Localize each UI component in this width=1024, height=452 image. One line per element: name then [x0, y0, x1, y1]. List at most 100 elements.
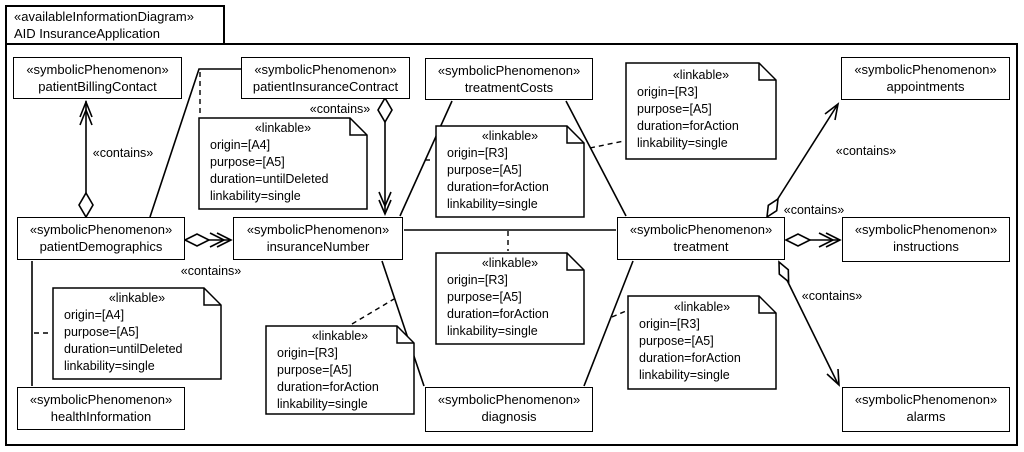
note-attachment-top-right — [589, 140, 625, 149]
note-line: origin=[A4] — [210, 138, 271, 152]
aggregation-diamond — [78, 191, 94, 219]
open-arrowhead — [826, 368, 840, 387]
diagram-frame — [5, 5, 1018, 446]
box-diagnosis: «symbolicPhenomenon» diagnosis — [425, 387, 593, 432]
note-line: origin=[R3] — [447, 273, 508, 287]
box-insurance-number: «symbolicPhenomenon» insuranceNumber — [233, 217, 403, 260]
note-line: linkability=single — [447, 324, 538, 338]
note-shape — [198, 117, 368, 210]
edge-label-contains: «contains» — [783, 203, 845, 217]
note-line: linkability=single — [639, 368, 730, 382]
box-name: patientDemographics — [39, 239, 163, 254]
frame-title: «availableInformationDiagram» AID Insura… — [14, 8, 194, 42]
box-stereotype: «symbolicPhenomenon» — [437, 63, 581, 78]
note-line: purpose=[A5] — [639, 334, 714, 348]
box-treatment-costs: «symbolicPhenomenon» treatmentCosts — [425, 58, 593, 100]
open-arrowhead — [378, 191, 392, 209]
note-linkable-bottom-right: «linkable» origin=[R3] purpose=[A5] dura… — [627, 295, 777, 390]
note-shape — [52, 287, 222, 380]
box-stereotype: «symbolicPhenomenon» — [254, 62, 397, 77]
box-stereotype: «symbolicPhenomenon» — [29, 392, 173, 407]
edge-patientdemographics-patientinsurancecontract — [149, 68, 241, 218]
note-line: purpose=[A5] — [447, 290, 522, 304]
box-name: appointments — [886, 79, 965, 94]
box-stereotype: «symbolicPhenomenon» — [437, 392, 581, 407]
box-stereotype: «symbolicPhenomenon» — [854, 222, 998, 237]
aggregation-diamond — [377, 96, 393, 124]
note-linkable-top-left: «linkable» origin=[A4] purpose=[A5] dura… — [198, 117, 368, 210]
edge-contains-treatment-alarms — [778, 260, 840, 387]
box-health-information: «symbolicPhenomenon» healthInformation — [17, 387, 185, 430]
edge-contains-patientdemographics-patientbillingcontact — [78, 99, 94, 219]
aggregation-diamond — [784, 233, 812, 247]
box-appointments: «symbolicPhenomenon» appointments — [841, 57, 1010, 100]
box-name: patientBillingContact — [38, 79, 157, 94]
frame-stereotype: «availableInformationDiagram» — [14, 9, 194, 24]
open-arrowhead — [79, 107, 93, 126]
note-attachment-bottom-right — [611, 310, 627, 318]
note-line: purpose=[A5] — [64, 325, 139, 339]
box-name: insuranceNumber — [266, 239, 370, 254]
note-line: origin=[R3] — [637, 85, 698, 99]
note-shape — [435, 125, 585, 218]
note-shape — [625, 62, 777, 160]
box-name: patientInsuranceContract — [252, 79, 399, 94]
note-line: purpose=[A5] — [447, 163, 522, 177]
note-linkable-mid-top: «linkable» origin=[R3] purpose=[A5] dura… — [435, 125, 585, 218]
note-line: origin=[A4] — [64, 308, 125, 322]
open-arrowhead — [79, 99, 93, 118]
edge-contains-treatment-appointments — [766, 102, 840, 219]
box-stereotype: «symbolicPhenomenon» — [29, 222, 173, 237]
note-stereotype: «linkable» — [108, 291, 166, 305]
box-alarms: «symbolicPhenomenon» alarms — [842, 387, 1010, 432]
edge-label-contains: «contains» — [835, 144, 897, 158]
box-name: treatmentCosts — [464, 80, 554, 95]
note-stereotype: «linkable» — [481, 256, 539, 270]
edge-treatmentcosts-treatment — [565, 100, 627, 217]
open-arrowhead — [818, 232, 835, 248]
box-patient-billing-contact: «symbolicPhenomenon» patientBillingConta… — [13, 57, 182, 99]
note-attachment-mid-bottom — [351, 298, 395, 325]
note-linkable-center: «linkable» origin=[R3] purpose=[A5] dura… — [435, 252, 585, 345]
edge-label-contains: «contains» — [92, 146, 154, 160]
aggregation-diamond — [766, 197, 779, 219]
note-line: origin=[R3] — [639, 317, 700, 331]
box-name: diagnosis — [481, 409, 537, 424]
note-line: linkability=single — [447, 197, 538, 211]
aggregation-diamond — [778, 260, 790, 284]
note-line: duration=forAction — [639, 351, 741, 365]
box-stereotype: «symbolicPhenomenon» — [854, 392, 998, 407]
note-linkable-top-right: «linkable» origin=[R3] purpose=[A5] dura… — [625, 62, 777, 160]
box-name: instructions — [893, 239, 959, 254]
box-name: alarms — [906, 409, 946, 424]
note-stereotype: «linkable» — [311, 329, 369, 343]
edge-contains-patientdemographics-insurancenumber — [183, 232, 233, 248]
note-linkable-mid-bottom: «linkable» origin=[R3] purpose=[A5] dura… — [265, 325, 415, 415]
note-line: duration=untilDeleted — [64, 342, 183, 356]
note-line: linkability=single — [637, 136, 728, 150]
open-arrowhead — [209, 232, 226, 248]
edge-insurancenumber-diagnosis — [381, 260, 425, 387]
note-line: duration=forAction — [277, 380, 379, 394]
note-stereotype: «linkable» — [254, 121, 312, 135]
box-stereotype: «symbolicPhenomenon» — [26, 62, 169, 77]
note-line: duration=forAction — [447, 307, 549, 321]
note-line: purpose=[A5] — [210, 155, 285, 169]
open-arrowhead — [825, 232, 842, 248]
note-line: duration=forAction — [637, 119, 739, 133]
box-name: healthInformation — [50, 409, 152, 424]
edge-treatmentcosts-insurancenumber — [399, 100, 453, 217]
note-line: purpose=[A5] — [277, 363, 352, 377]
note-stereotype: «linkable» — [673, 300, 731, 314]
edge-diagnosis-treatment — [583, 260, 634, 387]
box-stereotype: «symbolicPhenomenon» — [246, 222, 390, 237]
open-arrowhead — [824, 102, 840, 121]
note-line: linkability=single — [277, 397, 368, 411]
aggregation-diamond — [183, 233, 211, 247]
note-shape — [265, 325, 415, 415]
open-arrowhead — [216, 232, 233, 248]
box-treatment: «symbolicPhenomenon» treatment — [617, 217, 785, 260]
frame-name: AID InsuranceApplication — [14, 26, 160, 41]
